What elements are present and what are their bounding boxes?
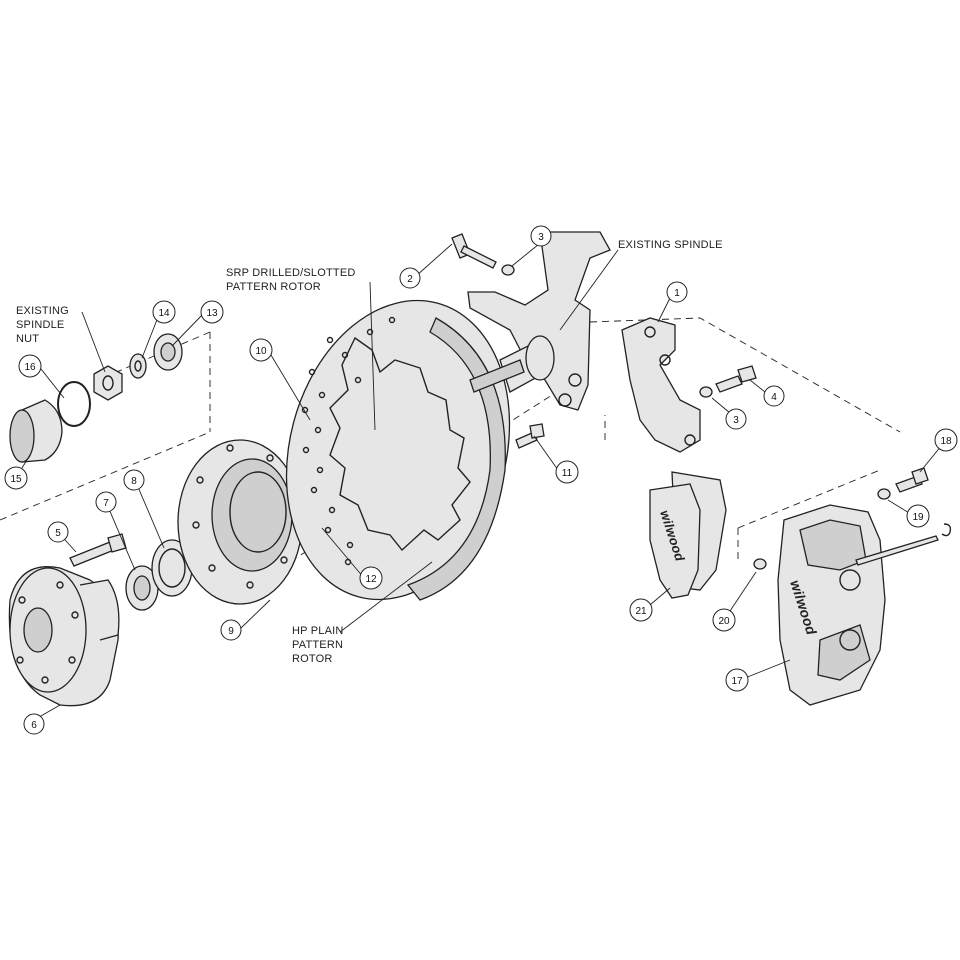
svg-text:5: 5 xyxy=(55,528,61,539)
label-srp-rotor: SRP DRILLED/SLOTTED PATTERN ROTOR xyxy=(226,267,356,293)
label-existing-spindle: EXISTING SPINDLE xyxy=(618,239,723,251)
svg-text:15: 15 xyxy=(10,474,22,485)
callout-13: 13 xyxy=(200,300,224,324)
svg-text:12: 12 xyxy=(365,574,377,585)
caliper-washer xyxy=(877,488,891,500)
svg-text:17: 17 xyxy=(731,676,743,687)
svg-text:3: 3 xyxy=(538,232,544,243)
svg-text:18: 18 xyxy=(940,436,952,447)
callout-3-top: 3 xyxy=(530,225,552,247)
svg-text:2: 2 xyxy=(407,274,413,285)
callout-2: 2 xyxy=(399,267,421,289)
svg-text:13: 13 xyxy=(206,308,218,319)
hub xyxy=(8,566,120,707)
callout-9: 9 xyxy=(220,619,242,641)
shim-washer xyxy=(753,558,767,570)
label-hp-rotor: HP PLAIN PATTERN ROTOR xyxy=(292,625,344,665)
callout-3-right: 3 xyxy=(725,408,747,430)
callout-1: 1 xyxy=(666,281,688,303)
callout-19: 19 xyxy=(906,504,930,528)
dust-cap xyxy=(9,399,63,463)
o-ring xyxy=(57,381,91,427)
pad-retaining-pin xyxy=(855,523,952,566)
washer-top xyxy=(501,264,515,276)
wheel-stud xyxy=(69,533,127,567)
spindle-washer xyxy=(129,353,147,379)
caliper: wilwood xyxy=(777,504,886,706)
svg-text:HP PLAIN: HP PLAIN xyxy=(292,625,344,637)
rotor-hat xyxy=(177,439,303,605)
svg-text:10: 10 xyxy=(255,346,267,357)
svg-text:20: 20 xyxy=(718,616,730,627)
inner-bearing xyxy=(125,565,159,611)
callout-18: 18 xyxy=(934,428,958,452)
spindle-nut xyxy=(93,365,123,401)
svg-text:16: 16 xyxy=(24,362,36,373)
svg-text:NUT: NUT xyxy=(16,333,39,345)
spindle-bolt xyxy=(451,233,497,269)
callout-7: 7 xyxy=(95,491,117,513)
svg-text:PATTERN: PATTERN xyxy=(292,639,343,651)
caliper-bolt xyxy=(895,467,929,493)
svg-text:11: 11 xyxy=(562,468,573,479)
brake-pads: wilwood xyxy=(649,471,727,599)
grease-seal xyxy=(151,539,193,597)
callout-15: 15 xyxy=(4,466,28,490)
bracket-mount-bolt xyxy=(715,365,757,393)
svg-text:19: 19 xyxy=(912,512,924,523)
svg-text:14: 14 xyxy=(158,308,170,319)
bracket-bolt xyxy=(515,423,545,449)
svg-text:ROTOR: ROTOR xyxy=(292,653,333,665)
svg-text:EXISTING: EXISTING xyxy=(16,305,69,317)
callout-21: 21 xyxy=(629,598,653,622)
callout-11: 11 xyxy=(555,460,579,484)
svg-text:1: 1 xyxy=(674,288,680,299)
callout-6: 6 xyxy=(23,713,45,735)
callout-20: 20 xyxy=(712,608,736,632)
caliper-bracket xyxy=(621,317,701,453)
brake-rotor xyxy=(285,299,511,601)
washer-right xyxy=(699,386,713,398)
svg-text:SPINDLE: SPINDLE xyxy=(16,319,64,331)
callout-17: 17 xyxy=(725,668,749,692)
callout-4: 4 xyxy=(763,385,785,407)
svg-text:8: 8 xyxy=(131,476,137,487)
callout-5: 5 xyxy=(47,521,69,543)
svg-text:SRP DRILLED/SLOTTED: SRP DRILLED/SLOTTED xyxy=(226,267,356,279)
label-existing-spindle-nut: EXISTING SPINDLE NUT xyxy=(16,305,69,345)
svg-text:PATTERN ROTOR: PATTERN ROTOR xyxy=(226,281,321,293)
callout-16: 16 xyxy=(18,354,42,378)
existing-spindle-part xyxy=(467,231,611,411)
svg-text:3: 3 xyxy=(733,415,739,426)
svg-text:21: 21 xyxy=(635,606,647,617)
svg-text:EXISTING SPINDLE: EXISTING SPINDLE xyxy=(618,239,723,251)
callout-12: 12 xyxy=(359,566,383,590)
callout-14: 14 xyxy=(152,300,176,324)
svg-text:9: 9 xyxy=(228,626,234,637)
svg-text:7: 7 xyxy=(103,498,109,509)
callout-8: 8 xyxy=(123,469,145,491)
svg-text:4: 4 xyxy=(771,392,777,403)
svg-text:6: 6 xyxy=(31,720,37,731)
callout-10: 10 xyxy=(249,338,273,362)
